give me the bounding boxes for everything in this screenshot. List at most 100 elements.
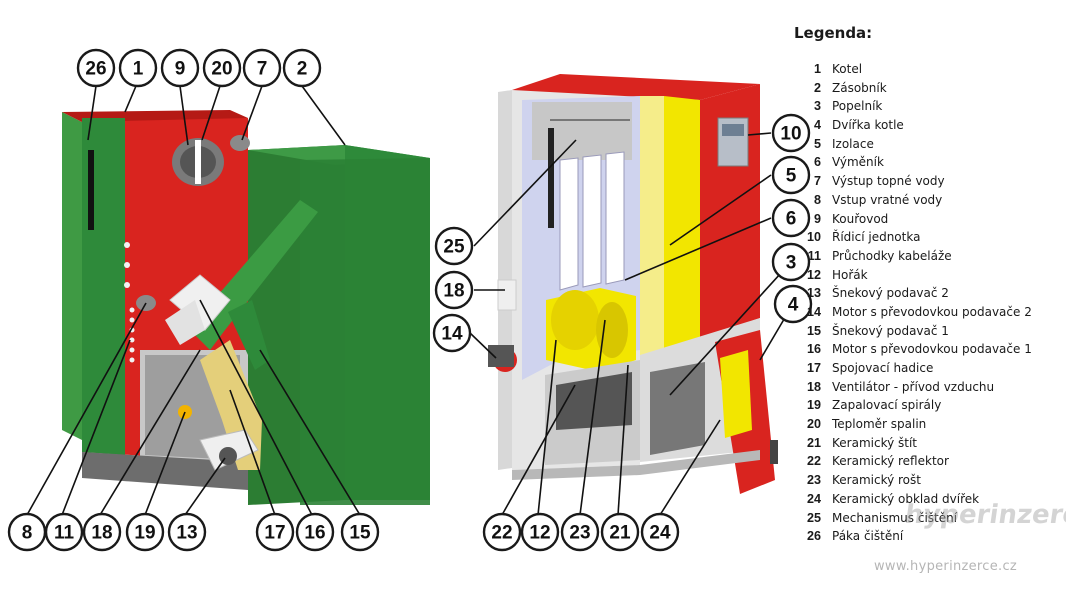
legend-item-label: Keramický štít [832, 435, 917, 450]
callout-label: 23 [569, 523, 590, 544]
callout-label: 18 [443, 281, 464, 302]
callout-15: 15 [340, 512, 380, 552]
legend-item-number: 23 [806, 473, 821, 488]
callout-2: 2 [282, 48, 322, 88]
callout-17: 17 [255, 512, 295, 552]
callout-label: 5 [786, 166, 797, 187]
legend-item-number: 12 [806, 267, 821, 282]
legend-item-number: 14 [806, 304, 821, 319]
legend-item-number: 11 [807, 248, 821, 263]
legend-item-label: Šnekový podavač 1 [832, 323, 949, 338]
callout-label: 12 [529, 523, 550, 544]
legend-item: 26 Páka čištění [794, 527, 1066, 546]
legend-item-number: 22 [806, 454, 821, 469]
legend-item-label: Kotel [832, 62, 863, 76]
legend-item-label: Páka čištění [832, 529, 904, 544]
callout-label: 10 [780, 124, 801, 145]
callout-26: 26 [76, 48, 116, 88]
callout-21: 21 [600, 512, 640, 552]
callout-3: 3 [771, 242, 811, 282]
left-boiler-illustration [62, 110, 430, 505]
legend-item-label: Hořák [832, 267, 868, 282]
legend-item-label: Keramický rošt [832, 473, 921, 488]
legend-item-label: Motor s převodovkou podavače 2 [832, 304, 1032, 319]
callout-label: 16 [304, 523, 325, 544]
callout-label: 8 [22, 523, 33, 544]
callout-13: 13 [167, 512, 207, 552]
callout-label: 1 [133, 59, 144, 80]
legend-item: 21 Keramický štít [794, 434, 1066, 453]
legend-item: 1 Kotel [794, 60, 1066, 79]
legend-item-number: 9 [813, 211, 821, 226]
legend-item: 15 Šnekový podavač 1 [794, 322, 1066, 341]
legend-item-number: 13 [806, 286, 821, 301]
callout-label: 7 [257, 59, 268, 80]
legend-item-number: 6 [813, 155, 821, 170]
callout-11: 11 [44, 512, 84, 552]
right-cutaway-illustration [488, 74, 778, 494]
legend-item-label: Vstup vratné vody [832, 192, 943, 207]
legend-item-label: Spojovací hadice [832, 361, 934, 375]
callout-label: 19 [134, 523, 155, 544]
callout-label: 18 [91, 523, 112, 544]
callout-18: 18 [82, 512, 122, 552]
legend-item-label: Výstup topné vody [832, 174, 945, 189]
legend-item-label: Popelník [832, 99, 883, 114]
legend-item-number: 26 [806, 529, 821, 544]
legend-item-number: 19 [806, 398, 821, 413]
legend-item-number: 18 [806, 379, 821, 394]
legend-item-number: 2 [813, 80, 821, 95]
callout-25: 25 [434, 226, 474, 266]
legend-item-label: Řídicí jednotka [832, 230, 921, 245]
callout-label: 24 [649, 523, 671, 544]
callout-label: 22 [491, 523, 512, 544]
callout-label: 20 [211, 59, 232, 80]
callout-label: 21 [609, 523, 631, 544]
auger-tube [190, 200, 318, 350]
callout-4: 4 [773, 284, 813, 324]
legend-item: 14 Motor s převodovkou podavače 2 [794, 303, 1066, 322]
legend-item-label: Keramický reflektor [832, 454, 949, 469]
legend-item-label: Kouřovod [832, 211, 889, 226]
callout-12: 12 [520, 512, 560, 552]
legend-item-number: 15 [806, 323, 821, 338]
callout-7: 7 [242, 48, 282, 88]
callout-1: 1 [118, 48, 158, 88]
cleaning-lever [88, 150, 94, 230]
callout-label: 13 [176, 523, 197, 544]
callout-label: 15 [349, 523, 371, 544]
legend-item-number: 1 [813, 62, 821, 76]
leader-lines [26, 85, 794, 516]
legend-item-number: 8 [813, 192, 821, 207]
callout-label: 25 [443, 237, 465, 258]
callout-19: 19 [125, 512, 165, 552]
callout-9: 9 [160, 48, 200, 88]
callout-label: 26 [85, 59, 106, 80]
legend-item: 9 Kouřovod [794, 210, 1066, 229]
callout-16: 16 [295, 512, 335, 552]
legend-item-label: Mechanismus čištění [832, 510, 958, 525]
legend-item-number: 21 [806, 435, 821, 450]
legend-item-number: 5 [813, 136, 821, 151]
legend-item-number: 24 [806, 491, 821, 506]
callout-22: 22 [482, 512, 522, 552]
legend-title: Legenda: [794, 24, 873, 42]
